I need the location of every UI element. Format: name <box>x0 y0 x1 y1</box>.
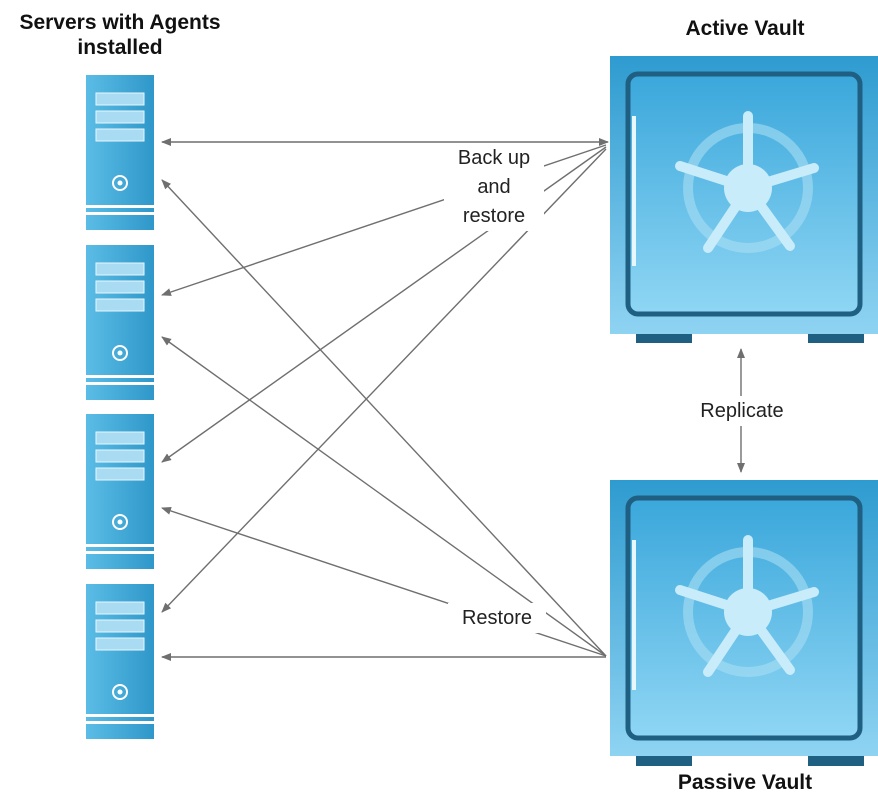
backup-label-line1: Back up <box>457 147 531 169</box>
passive-vault-icon <box>610 480 878 766</box>
arrow-passive-server-2 <box>161 336 607 657</box>
arrow-passive-server-1 <box>161 179 607 657</box>
server-2 <box>86 245 154 400</box>
restore-label: Restore <box>448 603 546 633</box>
servers-heading: Servers with Agents installed <box>0 10 240 60</box>
backup-label-line3: restore <box>462 205 526 227</box>
servers-heading-line1: Servers with Agents <box>19 11 221 34</box>
active-vault-heading: Active Vault <box>685 17 805 40</box>
replicate-label: Replicate <box>686 396 798 426</box>
passive-vault-heading: Passive Vault <box>677 771 813 794</box>
server-4 <box>86 584 154 739</box>
servers-heading-line2: installed <box>77 36 163 59</box>
server-1 <box>86 75 154 230</box>
server-3 <box>86 414 154 569</box>
backup-label-line2: and <box>477 176 511 198</box>
active-vault-icon <box>610 56 878 343</box>
backup-restore-label: Back up and restore <box>444 144 544 231</box>
arrow-passive-server-3 <box>161 507 607 657</box>
restore-arrows <box>161 179 607 661</box>
